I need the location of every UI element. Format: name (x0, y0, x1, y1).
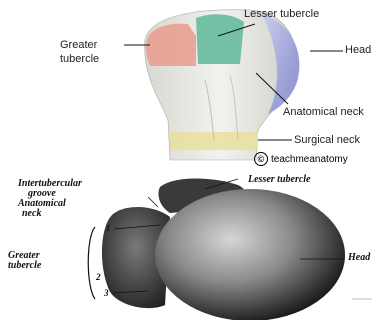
number-3: 3 (104, 288, 109, 298)
credit-watermark: © teachmeanatomy (254, 152, 348, 166)
greater-tubercle-label: Greater tubercle (60, 38, 99, 66)
lesser-tubercle-label-bottom: Lesser tubercle (248, 175, 311, 185)
intertubercular-groove-label: Intertubercular groove (18, 179, 82, 199)
anatomical-neck-label: Anatomical neck (283, 106, 364, 119)
head-shape (155, 189, 345, 320)
bottom-humerus-diagram: Intertubercular groove Anatomical neck L… (0, 167, 391, 320)
head-label-bottom: Head (348, 253, 370, 263)
surgical-neck-band (170, 132, 258, 150)
greater-tubercle-bracket (88, 227, 95, 299)
greater-tubercle-label-bottom: Greater tubercle (8, 251, 41, 271)
greater-label-line2-bottom: tubercle (8, 261, 41, 271)
credit-text: teachmeanatomy (271, 154, 348, 165)
number-2: 2 (96, 272, 101, 282)
greater-tubercle-label-line1: Greater (60, 38, 99, 52)
copyright-icon: © (254, 152, 268, 166)
anatomical-label-line2: neck (18, 209, 66, 219)
lesser-tubercle-region (196, 14, 244, 64)
surgical-neck-label: Surgical neck (294, 134, 360, 147)
anatomical-neck-label-bottom: Anatomical neck (18, 199, 66, 219)
head-label: Head (345, 44, 371, 57)
number-1: 1 (106, 223, 111, 233)
lesser-tubercle-label: Lesser tubercle (244, 8, 319, 21)
top-humerus-diagram: Greater tubercle Lesser tubercle Head An… (0, 0, 391, 167)
greater-tubercle-label-line2: tubercle (60, 52, 99, 66)
